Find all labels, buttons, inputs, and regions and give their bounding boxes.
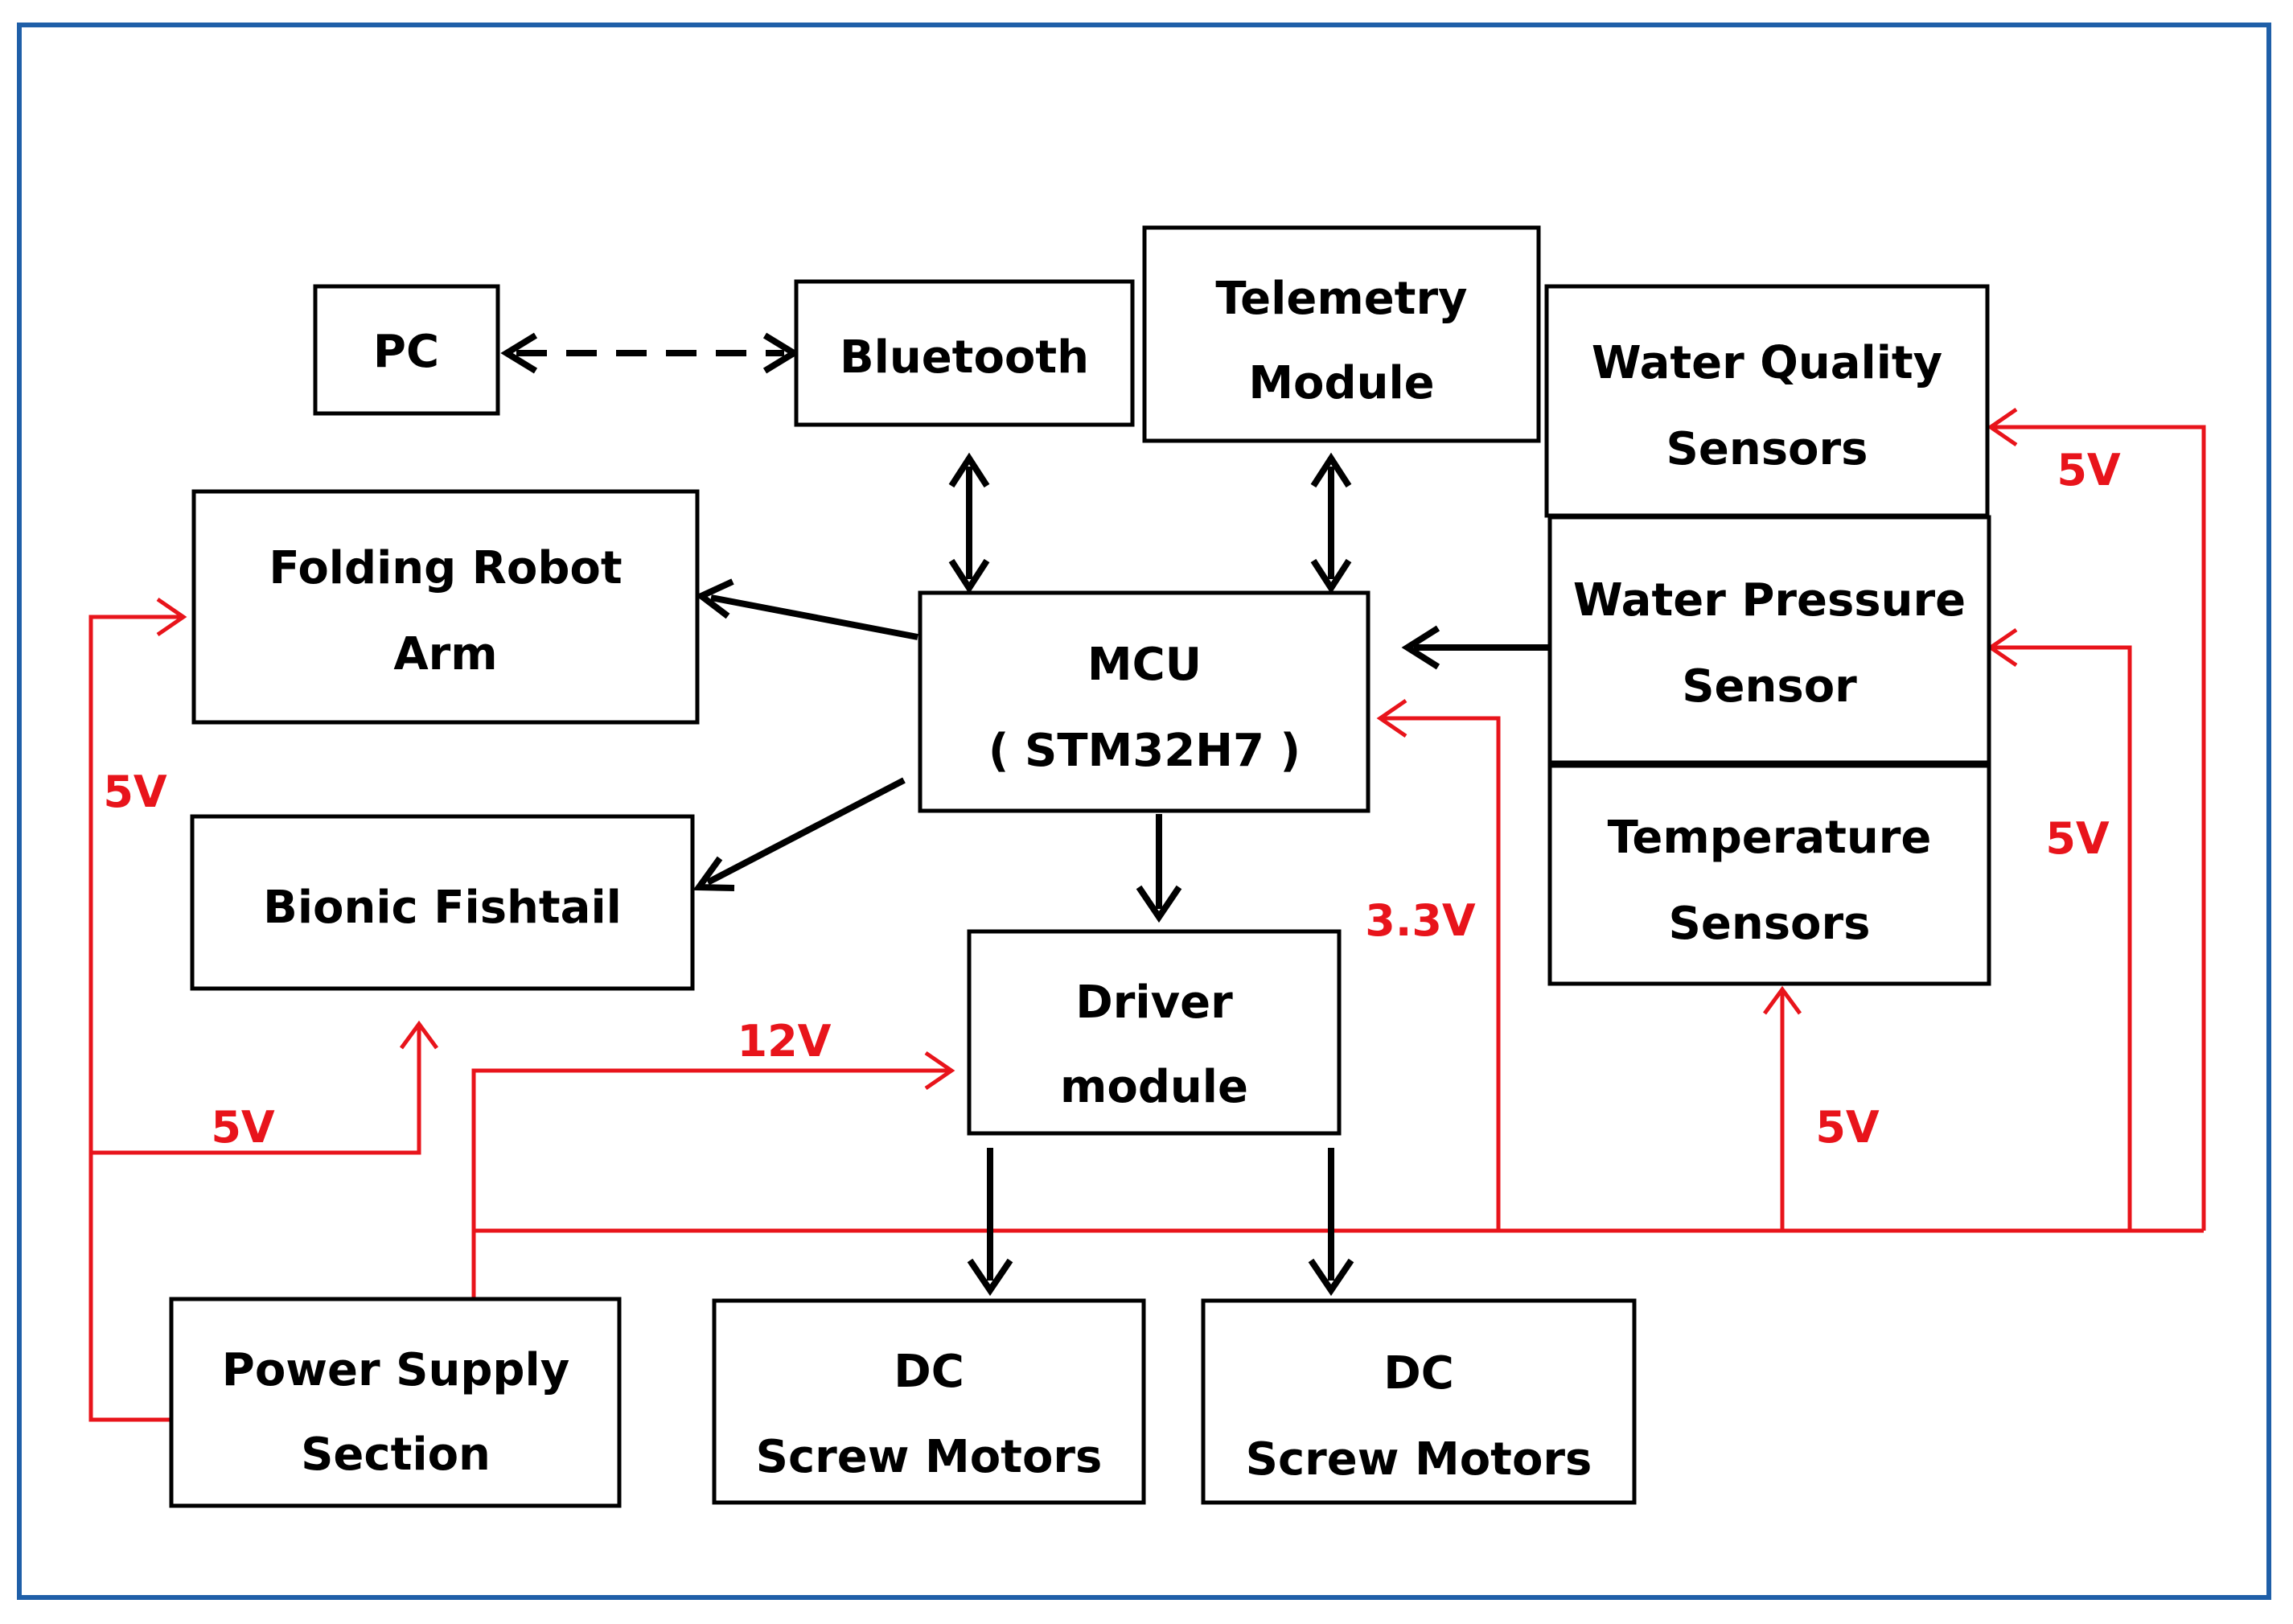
block-label-line1: DC	[894, 1346, 964, 1398]
block-mcu: MCU ( STM32H7 )	[918, 590, 1370, 813]
voltage-label-driver: 12V	[738, 1016, 832, 1067]
block-label-line2: Sensors	[1666, 423, 1868, 475]
power-line-fishtail	[91, 1024, 421, 1155]
power-line-quality	[1991, 425, 2206, 1231]
arrowhead-mcu-pressure	[1401, 625, 1440, 670]
block-label-line2: Arm	[393, 628, 497, 680]
power-line-arm	[88, 615, 183, 1422]
block-power-supply: Power Supply Section	[169, 1297, 622, 1508]
block-robot-arm: Folding Robot Arm	[191, 489, 700, 725]
block-pc: PC	[313, 284, 500, 416]
arrowhead-motor-left	[967, 1258, 1013, 1297]
arrowhead-driver	[1136, 885, 1182, 923]
block-label-line1: Driver	[1075, 976, 1233, 1029]
arrowhead-pc-side	[500, 332, 538, 374]
link-mcu-fishtail	[706, 777, 906, 886]
block-temperature: Temperature Sensors	[1547, 763, 1991, 986]
block-motor-left: DC Screw Motors	[712, 1298, 1146, 1505]
block-label-line2: Sensor	[1682, 660, 1857, 713]
block-label-line1: DC	[1383, 1347, 1454, 1400]
power-arrowhead-temperature	[1762, 985, 1802, 1015]
voltage-labels: 5V 5V 12V 3.3V 5V 5V 5V	[103, 445, 2121, 1153]
block-label-line1: Telemetry	[1215, 273, 1467, 325]
arrowhead-fishtail	[692, 856, 735, 891]
block-label-line1: MCU	[1087, 639, 1202, 691]
power-line-mcu	[1380, 716, 1501, 1231]
block-label-line2: Module	[1248, 357, 1434, 409]
block-label-line1: Power Supply	[222, 1344, 569, 1396]
arrowhead-arm	[695, 578, 734, 619]
block-label-line2: module	[1060, 1061, 1248, 1113]
link-mcu-arm	[710, 594, 918, 640]
arrowhead-bluetooth-up	[948, 452, 990, 488]
block-label-line1: Folding Robot	[269, 542, 622, 594]
block-motor-right: DC Screw Motors	[1201, 1298, 1637, 1505]
block-bluetooth: Bluetooth	[794, 279, 1135, 427]
power-arrowhead-mcu	[1376, 698, 1407, 738]
block-label-line1: Water Pressure	[1573, 574, 1966, 627]
block-label-line2: Sensors	[1669, 898, 1871, 950]
block-water-pressure: Water Pressure Sensor	[1547, 515, 1991, 765]
block-label-line2: Screw Motors	[756, 1431, 1103, 1483]
arrowhead-telemetry-up	[1310, 452, 1352, 488]
power-arrowhead-driver	[924, 1050, 955, 1091]
arrowhead-bluetooth-side	[762, 332, 800, 374]
block-label-line2: Section	[301, 1429, 491, 1481]
block-label: Bluetooth	[840, 331, 1089, 384]
power-arrowhead-fishtail	[399, 1020, 439, 1050]
power-line-driver	[471, 1068, 951, 1297]
block-label: PC	[373, 326, 439, 378]
voltage-label-arm: 5V	[103, 767, 167, 817]
block-label-line2: ( STM32H7 )	[988, 725, 1301, 777]
block-driver: Driver module	[967, 929, 1342, 1136]
voltage-label-pressure: 5V	[2045, 813, 2110, 864]
block-water-quality: Water Quality Sensors	[1544, 284, 1990, 518]
diagram-frame	[17, 23, 2271, 1600]
arrowhead-mcu-up	[948, 558, 990, 594]
power-arrowhead-arm	[156, 597, 187, 637]
voltage-label-mcu: 3.3V	[1365, 895, 1476, 946]
block-label-line1: Water Quality	[1592, 337, 1942, 389]
block-fishtail: Bionic Fishtail	[190, 814, 695, 991]
power-arrowhead-quality	[1987, 407, 2018, 447]
signal-lines	[500, 332, 1550, 1297]
block-label-line2: Screw Motors	[1246, 1433, 1592, 1486]
block-label: Bionic Fishtail	[263, 882, 622, 934]
power-line-pressure	[1991, 645, 2132, 1231]
voltage-label-quality: 5V	[2057, 445, 2121, 495]
voltage-label-fishtail: 5V	[211, 1102, 275, 1153]
block-label-line1: Temperature	[1608, 812, 1932, 864]
voltage-label-temperature: 5V	[1815, 1102, 1880, 1153]
block-telemetry: Telemetry Module	[1142, 225, 1541, 443]
arrowhead-mcu-telemetry	[1310, 558, 1352, 594]
arrowhead-motor-right	[1308, 1258, 1354, 1297]
